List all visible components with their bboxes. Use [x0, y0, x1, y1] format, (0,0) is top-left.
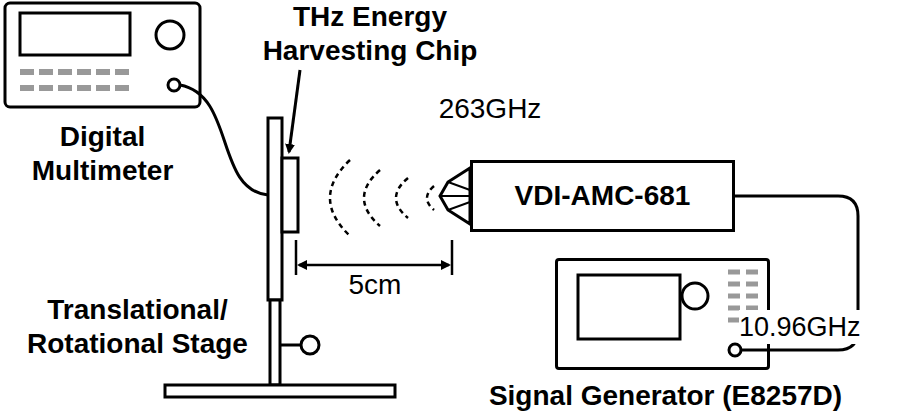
- stage-label: Translational/ Rotational Stage: [5, 293, 270, 361]
- multimeter-label: Digital Multimeter: [5, 120, 200, 188]
- node-text: Signal Generator (E8257D): [489, 379, 842, 413]
- frequency-label: 263GHz: [425, 92, 555, 126]
- dimension-label: 5cm: [330, 268, 420, 302]
- chip-label: THz Energy Harvesting Chip: [235, 0, 505, 68]
- node-text: VDI-AMC-681: [515, 179, 691, 213]
- signal-generator: Signal Generator (E8257D): [555, 258, 770, 370]
- horn-extender-box: VDI-AMC-681: [470, 160, 735, 232]
- edge-label: 10.96GHz: [739, 310, 861, 344]
